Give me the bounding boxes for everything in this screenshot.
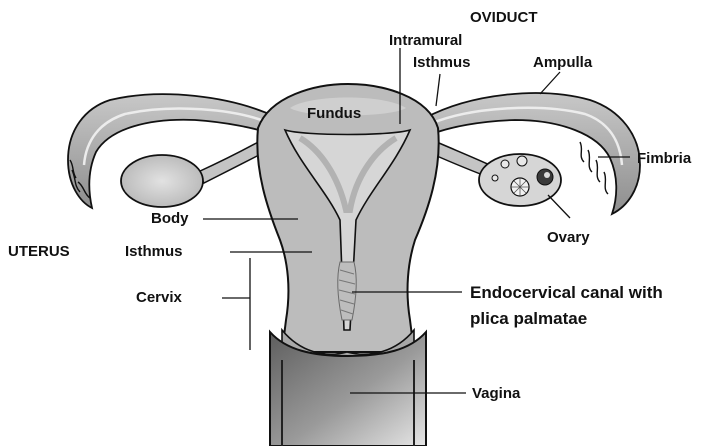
ampulla-leader — [540, 72, 560, 94]
intramural-label: Intramural — [389, 33, 462, 48]
isthmus-tube-label: Isthmus — [413, 55, 471, 70]
fimbria-label: Fimbria — [637, 151, 691, 166]
endocervical-canal — [338, 262, 356, 320]
fundus-label: Fundus — [307, 106, 361, 121]
left-ovary — [121, 155, 203, 207]
ovarian-follicle — [517, 156, 527, 166]
left-ovarian-ligament — [198, 140, 265, 183]
ovarian-follicle — [492, 175, 498, 181]
ampulla-label: Ampulla — [533, 55, 592, 70]
plica-palmatae-label: plica palmatae — [470, 310, 587, 327]
oviduct-label: OVIDUCT — [470, 10, 538, 25]
endocervical-canal-label: Endocervical canal with — [470, 284, 663, 301]
body-label: Body — [151, 211, 189, 226]
ovary-leader — [548, 195, 570, 218]
uterus-label: UTERUS — [8, 244, 70, 259]
vagina-label: Vagina — [472, 386, 520, 401]
oocyte — [544, 172, 550, 178]
isthmus-uterus-label: Isthmus — [125, 244, 183, 259]
cervix-label: Cervix — [136, 290, 182, 305]
ovarian-follicle — [501, 160, 509, 168]
ovary-label: Ovary — [547, 230, 590, 245]
isthmus-tube-leader — [436, 74, 440, 106]
